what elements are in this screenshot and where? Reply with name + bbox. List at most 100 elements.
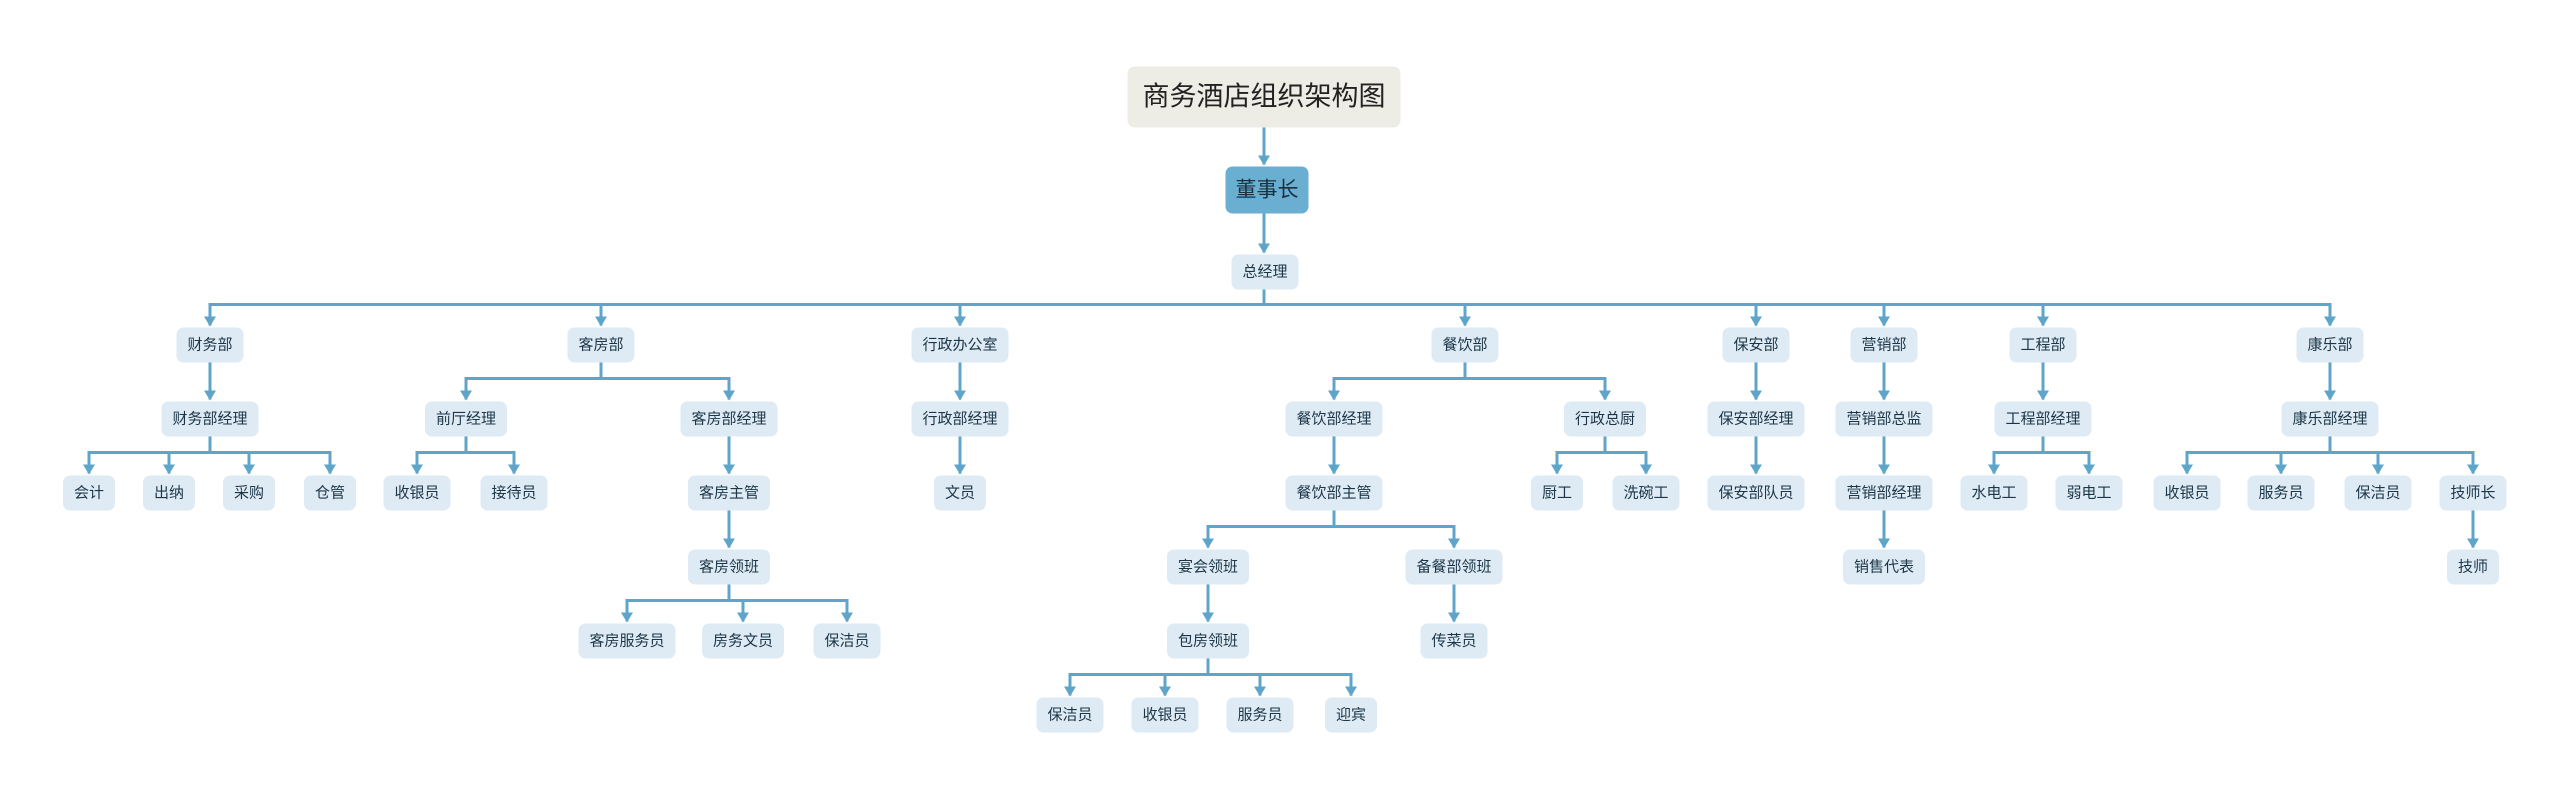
position-node[interactable]: 销售代表 [1842,549,1926,585]
arrow-head-icon [1878,390,1890,401]
department-node[interactable]: 行政办公室 [911,327,1009,363]
arrow-head-icon [2467,538,2479,549]
position-node[interactable]: 客房领班 [687,549,771,585]
arrow-head-icon [1599,390,1611,401]
position-node[interactable]: 传菜员 [1420,623,1488,659]
position-node[interactable]: 备餐部领班 [1405,549,1503,585]
position-node[interactable]: 行政总厨 [1563,401,1647,437]
arrow-head-icon [2037,390,2049,401]
arrow-head-icon [1202,538,1214,549]
position-node[interactable]: 工程部经理 [1994,401,2092,437]
arrow-head-icon [1551,464,1563,475]
position-node[interactable]: 保安部队员 [1707,475,1805,511]
arrow-head-icon [1202,612,1214,623]
arrow-head-icon [1345,686,1357,697]
position-node[interactable]: 餐饮部主管 [1285,475,1383,511]
position-node[interactable]: 康乐部经理 [2281,401,2379,437]
position-node[interactable]: 出纳 [142,475,196,511]
arrow-head-icon [163,464,175,475]
position-node[interactable]: 保洁员 [1036,697,1104,733]
position-node[interactable]: 技师长 [2439,475,2507,511]
position-node[interactable]: 客房服务员 [578,623,676,659]
arrow-head-icon [841,612,853,623]
arrow-head-icon [83,464,95,475]
arrow-head-icon [2083,464,2095,475]
chart-title[interactable]: 商务酒店组织架构图 [1127,66,1401,128]
arrow-head-icon [723,538,735,549]
arrow-head-icon [411,464,423,475]
arrow-head-icon [1258,155,1270,166]
arrow-head-icon [508,464,520,475]
position-node[interactable]: 收银员 [383,475,451,511]
arrow-head-icon [2324,316,2336,327]
position-node[interactable]: 采购 [222,475,276,511]
arrow-head-icon [2467,464,2479,475]
arrow-head-icon [1750,316,1762,327]
arrow-head-icon [1878,464,1890,475]
position-node[interactable]: 包房领班 [1166,623,1250,659]
position-node[interactable]: 客房部经理 [680,401,778,437]
position-node[interactable]: 水电工 [1960,475,2028,511]
position-node[interactable]: 弱电工 [2055,475,2123,511]
position-node[interactable]: 财务部经理 [161,401,259,437]
position-node[interactable]: 房务文员 [701,623,785,659]
arrow-head-icon [1448,612,1460,623]
arrow-head-icon [1328,390,1340,401]
position-node[interactable]: 宴会领班 [1166,549,1250,585]
arrow-head-icon [2275,464,2287,475]
department-node[interactable]: 餐饮部 [1431,327,1499,363]
department-node[interactable]: 营销部 [1850,327,1918,363]
department-node[interactable]: 工程部 [2009,327,2077,363]
arrow-head-icon [723,390,735,401]
position-node[interactable]: 服务员 [1226,697,1294,733]
arrow-head-icon [1459,316,1471,327]
position-node[interactable]: 保安部经理 [1707,401,1805,437]
arrow-head-icon [243,464,255,475]
department-node[interactable]: 财务部 [176,327,244,363]
position-node[interactable]: 迎宾 [1324,697,1378,733]
position-node[interactable]: 客房主管 [687,475,771,511]
position-node[interactable]: 厨工 [1530,475,1584,511]
node-general-manager[interactable]: 总经理 [1231,254,1299,290]
arrow-head-icon [737,612,749,623]
position-node[interactable]: 接待员 [480,475,548,511]
arrow-head-icon [460,390,472,401]
position-node[interactable]: 收银员 [1131,697,1199,733]
position-node[interactable]: 保洁员 [2344,475,2412,511]
position-node[interactable]: 前厅经理 [424,401,508,437]
node-chairman[interactable]: 董事长 [1225,166,1309,214]
position-node[interactable]: 服务员 [2247,475,2315,511]
department-node[interactable]: 客房部 [567,327,635,363]
position-node[interactable]: 文员 [933,475,987,511]
position-node[interactable]: 行政部经理 [911,401,1009,437]
position-node[interactable]: 餐饮部经理 [1285,401,1383,437]
arrow-head-icon [1988,464,2000,475]
arrow-head-icon [1064,686,1076,697]
arrow-head-icon [2324,390,2336,401]
arrow-head-icon [723,464,735,475]
position-node[interactable]: 会计 [62,475,116,511]
arrow-head-icon [1258,243,1270,254]
arrow-head-icon [1448,538,1460,549]
arrow-head-icon [1878,316,1890,327]
position-node[interactable]: 营销部经理 [1835,475,1933,511]
department-node[interactable]: 保安部 [1722,327,1790,363]
arrow-head-icon [204,316,216,327]
arrow-head-icon [1878,538,1890,549]
department-node[interactable]: 康乐部 [2296,327,2364,363]
position-node[interactable]: 仓管 [303,475,357,511]
position-node[interactable]: 洗碗工 [1612,475,1680,511]
arrow-head-icon [2372,464,2384,475]
position-node[interactable]: 保洁员 [813,623,881,659]
arrow-head-icon [204,390,216,401]
arrow-head-icon [324,464,336,475]
arrow-head-icon [1640,464,1652,475]
position-node[interactable]: 技师 [2446,549,2500,585]
position-node[interactable]: 收银员 [2153,475,2221,511]
position-node[interactable]: 营销部总监 [1835,401,1933,437]
arrow-head-icon [2181,464,2193,475]
arrow-head-icon [954,316,966,327]
arrow-head-icon [1159,686,1171,697]
arrow-head-icon [954,390,966,401]
